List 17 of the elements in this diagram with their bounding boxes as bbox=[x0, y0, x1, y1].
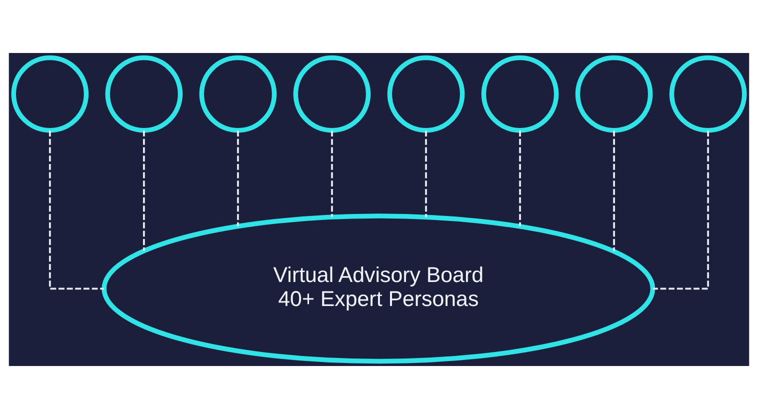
node-circle bbox=[11, 54, 89, 132]
connector bbox=[143, 130, 145, 250]
connector bbox=[237, 130, 239, 226]
connector bbox=[519, 130, 521, 226]
node-circle bbox=[669, 54, 747, 132]
node-circle bbox=[199, 54, 277, 132]
connector bbox=[331, 130, 333, 216]
node-circle bbox=[293, 54, 371, 132]
connector bbox=[48, 130, 104, 290]
node-circle bbox=[481, 54, 559, 132]
node-circle bbox=[387, 54, 465, 132]
connector bbox=[652, 130, 710, 290]
node-ellipse: Virtual Advisory Board 40+ Expert Personas bbox=[102, 213, 656, 364]
node-circle bbox=[575, 54, 653, 132]
node-circle bbox=[105, 54, 183, 132]
connector bbox=[425, 130, 427, 217]
connector bbox=[613, 130, 615, 251]
